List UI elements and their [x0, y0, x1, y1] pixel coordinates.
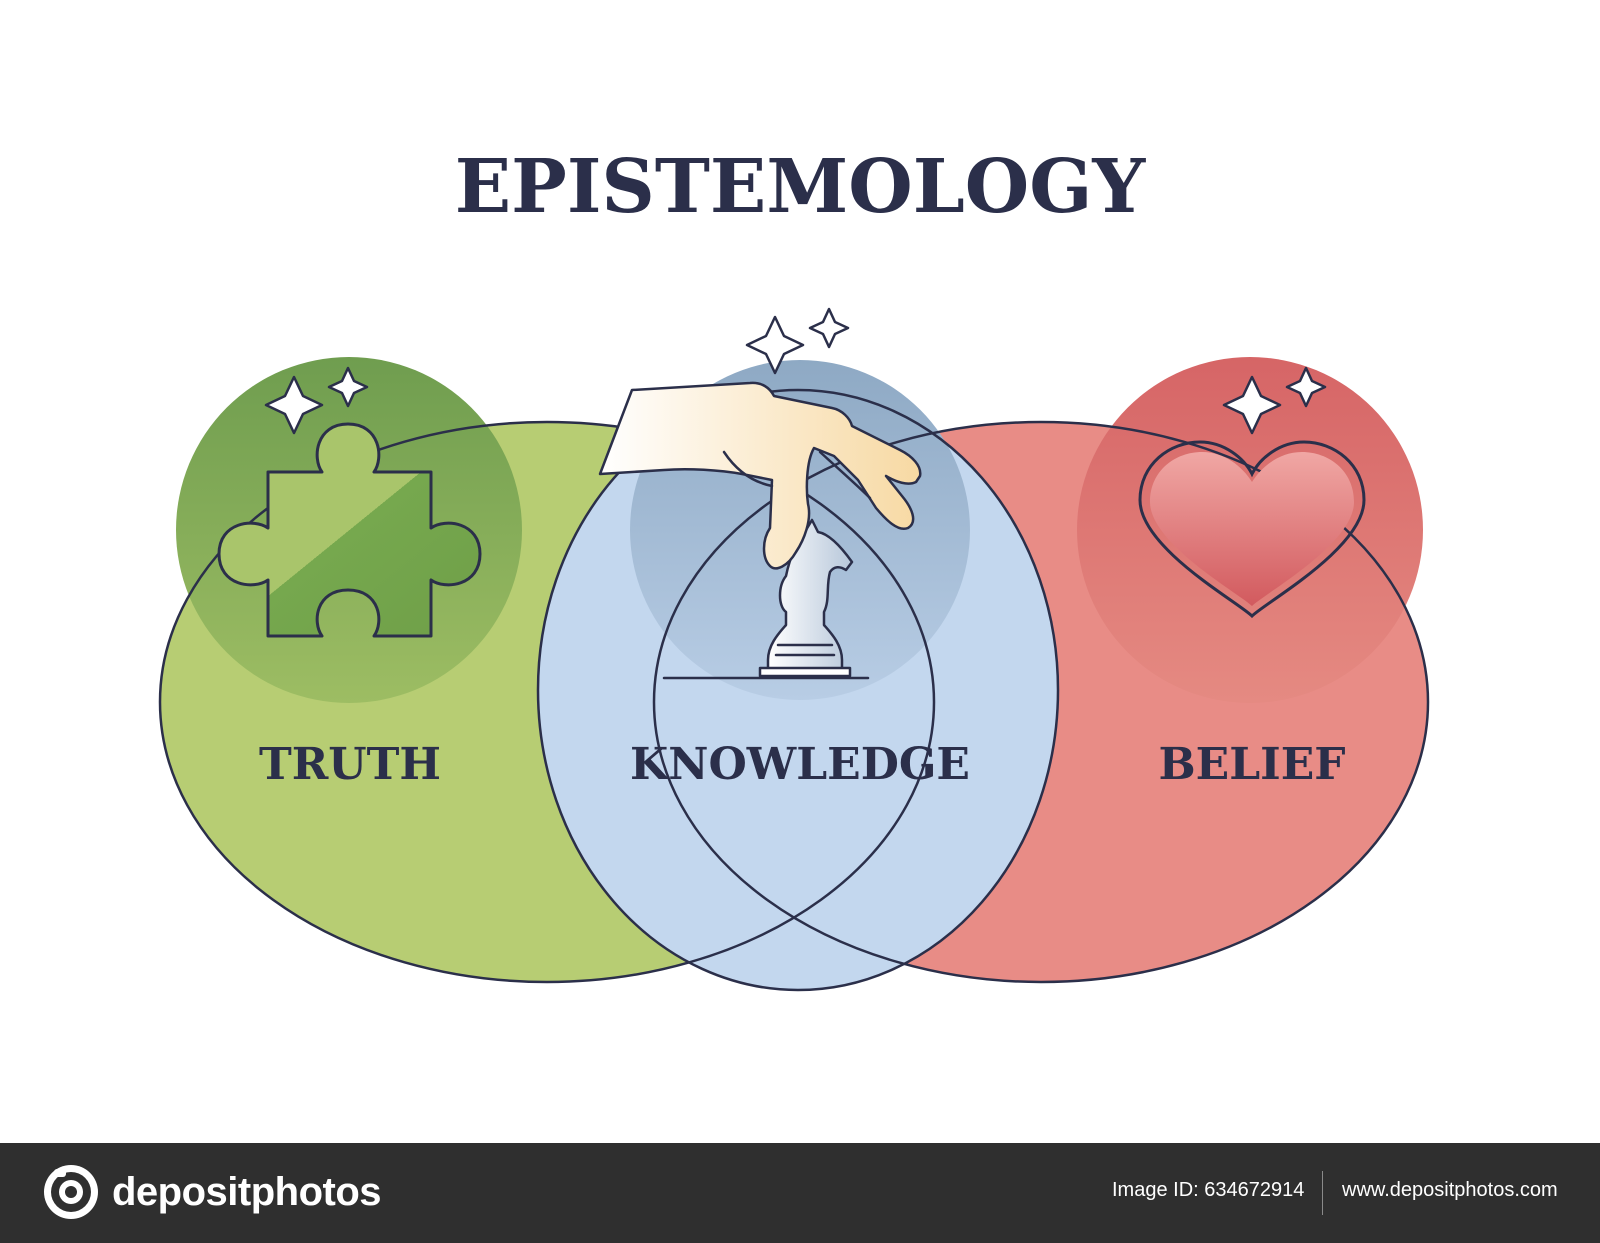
brand-name: depositphotos — [112, 1169, 382, 1214]
diagram-title: EPISTEMOLOGY — [455, 144, 1147, 230]
truth-label: TRUTH — [259, 739, 441, 790]
footer-divider — [1322, 1171, 1323, 1215]
belief-sparkle-icon — [1222, 366, 1327, 435]
brand[interactable]: depositphotos — [42, 1163, 382, 1221]
hand-moving-chess-knight-icon — [598, 381, 922, 680]
camera-logo-icon — [44, 1165, 98, 1219]
footer-bar: depositphotos Image ID: 634672914 www.de… — [0, 1143, 1600, 1243]
epistemology-diagram: EPISTEMOLOGY — [158, 144, 1430, 992]
belief-label: BELIEF — [1158, 739, 1345, 790]
site-url[interactable]: www.depositphotos.com — [1342, 1179, 1558, 1201]
puzzle-piece-icon — [217, 422, 482, 638]
knowledge-sparkle-icon — [745, 307, 850, 375]
heart-icon — [1138, 440, 1366, 619]
truth-sparkle-icon — [264, 366, 369, 435]
knowledge-label: KNOWLEDGE — [630, 739, 970, 790]
image-id: Image ID: 634672914 — [1112, 1179, 1305, 1201]
